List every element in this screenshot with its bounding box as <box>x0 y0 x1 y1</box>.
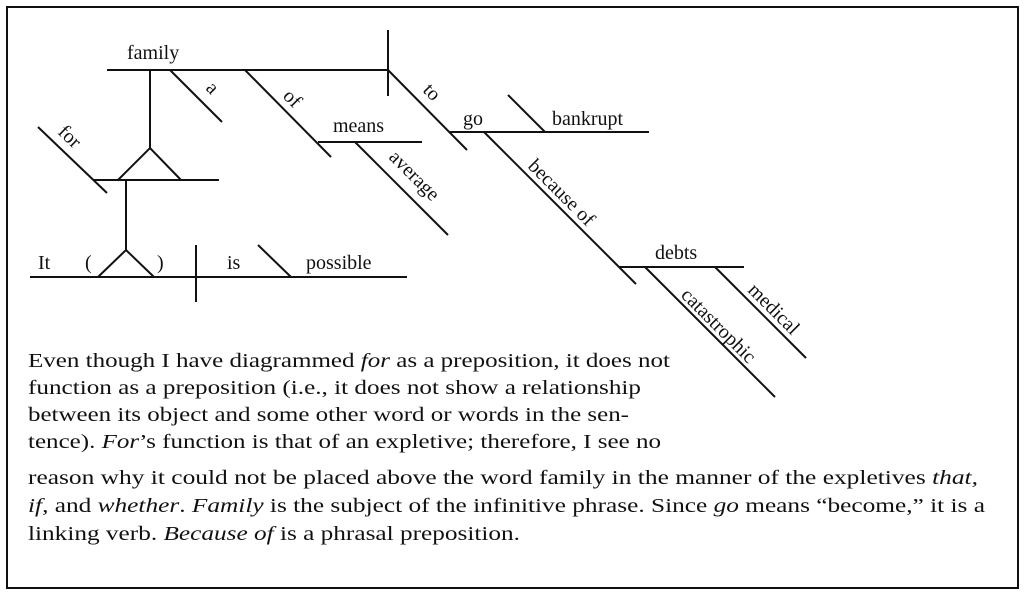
italic-text: if, <box>28 495 48 517</box>
label-it: It <box>38 252 51 274</box>
text-segment: and <box>48 495 97 517</box>
complement-divider <box>507 94 546 133</box>
text-segment: ’s function is that of an expletive; the… <box>139 431 661 453</box>
of-preposition-line <box>244 69 332 158</box>
text-segment: . <box>179 495 192 517</box>
label-is: is <box>227 252 241 274</box>
to-line <box>387 69 468 151</box>
text-segment: between its object and some other word o… <box>28 404 629 426</box>
text-segment: is a phrasal preposition. <box>274 523 520 545</box>
diagram-lines <box>30 30 807 398</box>
text-segment: means “become,” it is a <box>739 495 985 517</box>
italic-text: that, <box>932 467 978 489</box>
a-modifier-line <box>169 69 223 123</box>
main-complement-divider <box>257 244 292 278</box>
text-segment: tence). <box>28 431 102 453</box>
label-means: means <box>333 115 384 137</box>
label-debts: debts <box>655 242 697 264</box>
catastrophic-modifier-line <box>644 266 776 398</box>
italic-text: go <box>714 495 739 517</box>
label-bankrupt: bankrupt <box>552 108 624 130</box>
lower-pedestal-triangle <box>97 248 155 278</box>
text-segment: linking verb. <box>28 523 163 545</box>
paragraph-line: Even though I have diagrammed for as a p… <box>28 350 671 372</box>
italic-text: whether <box>98 495 180 517</box>
paragraph-line: function as a preposition (i.e., it does… <box>28 377 641 399</box>
paragraph-line: linking verb. Because of is a phrasal pr… <box>28 523 520 545</box>
explanation-paragraph: Even though I have diagrammed for as a p… <box>28 350 985 545</box>
text-segment: Even though I have diagrammed <box>28 350 361 372</box>
label-go: go <box>463 108 483 130</box>
because-of-line <box>483 131 637 285</box>
for-line <box>37 126 108 194</box>
label-paren-open: ( <box>85 252 92 274</box>
italic-text: Family <box>191 495 264 517</box>
figure-border <box>6 6 1019 589</box>
average-modifier-line <box>354 141 449 236</box>
text-segment: reason why it could not be placed above … <box>28 467 932 489</box>
paragraph-line: if, and whether. Family is the subject o… <box>28 495 985 517</box>
italic-text: Because of <box>163 523 276 545</box>
label-family: family <box>127 42 179 64</box>
italic-text: For <box>100 431 139 453</box>
paragraph-line: tence). For’s function is that of an exp… <box>28 431 661 453</box>
text-segment: as a preposition, it does not <box>390 350 671 372</box>
text-segment: function as a preposition (i.e., it does… <box>28 377 641 399</box>
paragraph-line: between its object and some other word o… <box>28 404 629 426</box>
paragraph-line: reason why it could not be placed above … <box>28 467 978 489</box>
label-possible: possible <box>306 252 372 274</box>
italic-text: for <box>361 350 390 372</box>
upper-pedestal-triangle <box>117 146 182 181</box>
medical-modifier-line <box>714 266 807 359</box>
text-segment: is the subject of the infinitive phrase.… <box>264 495 714 517</box>
label-paren-close: ) <box>157 252 164 274</box>
